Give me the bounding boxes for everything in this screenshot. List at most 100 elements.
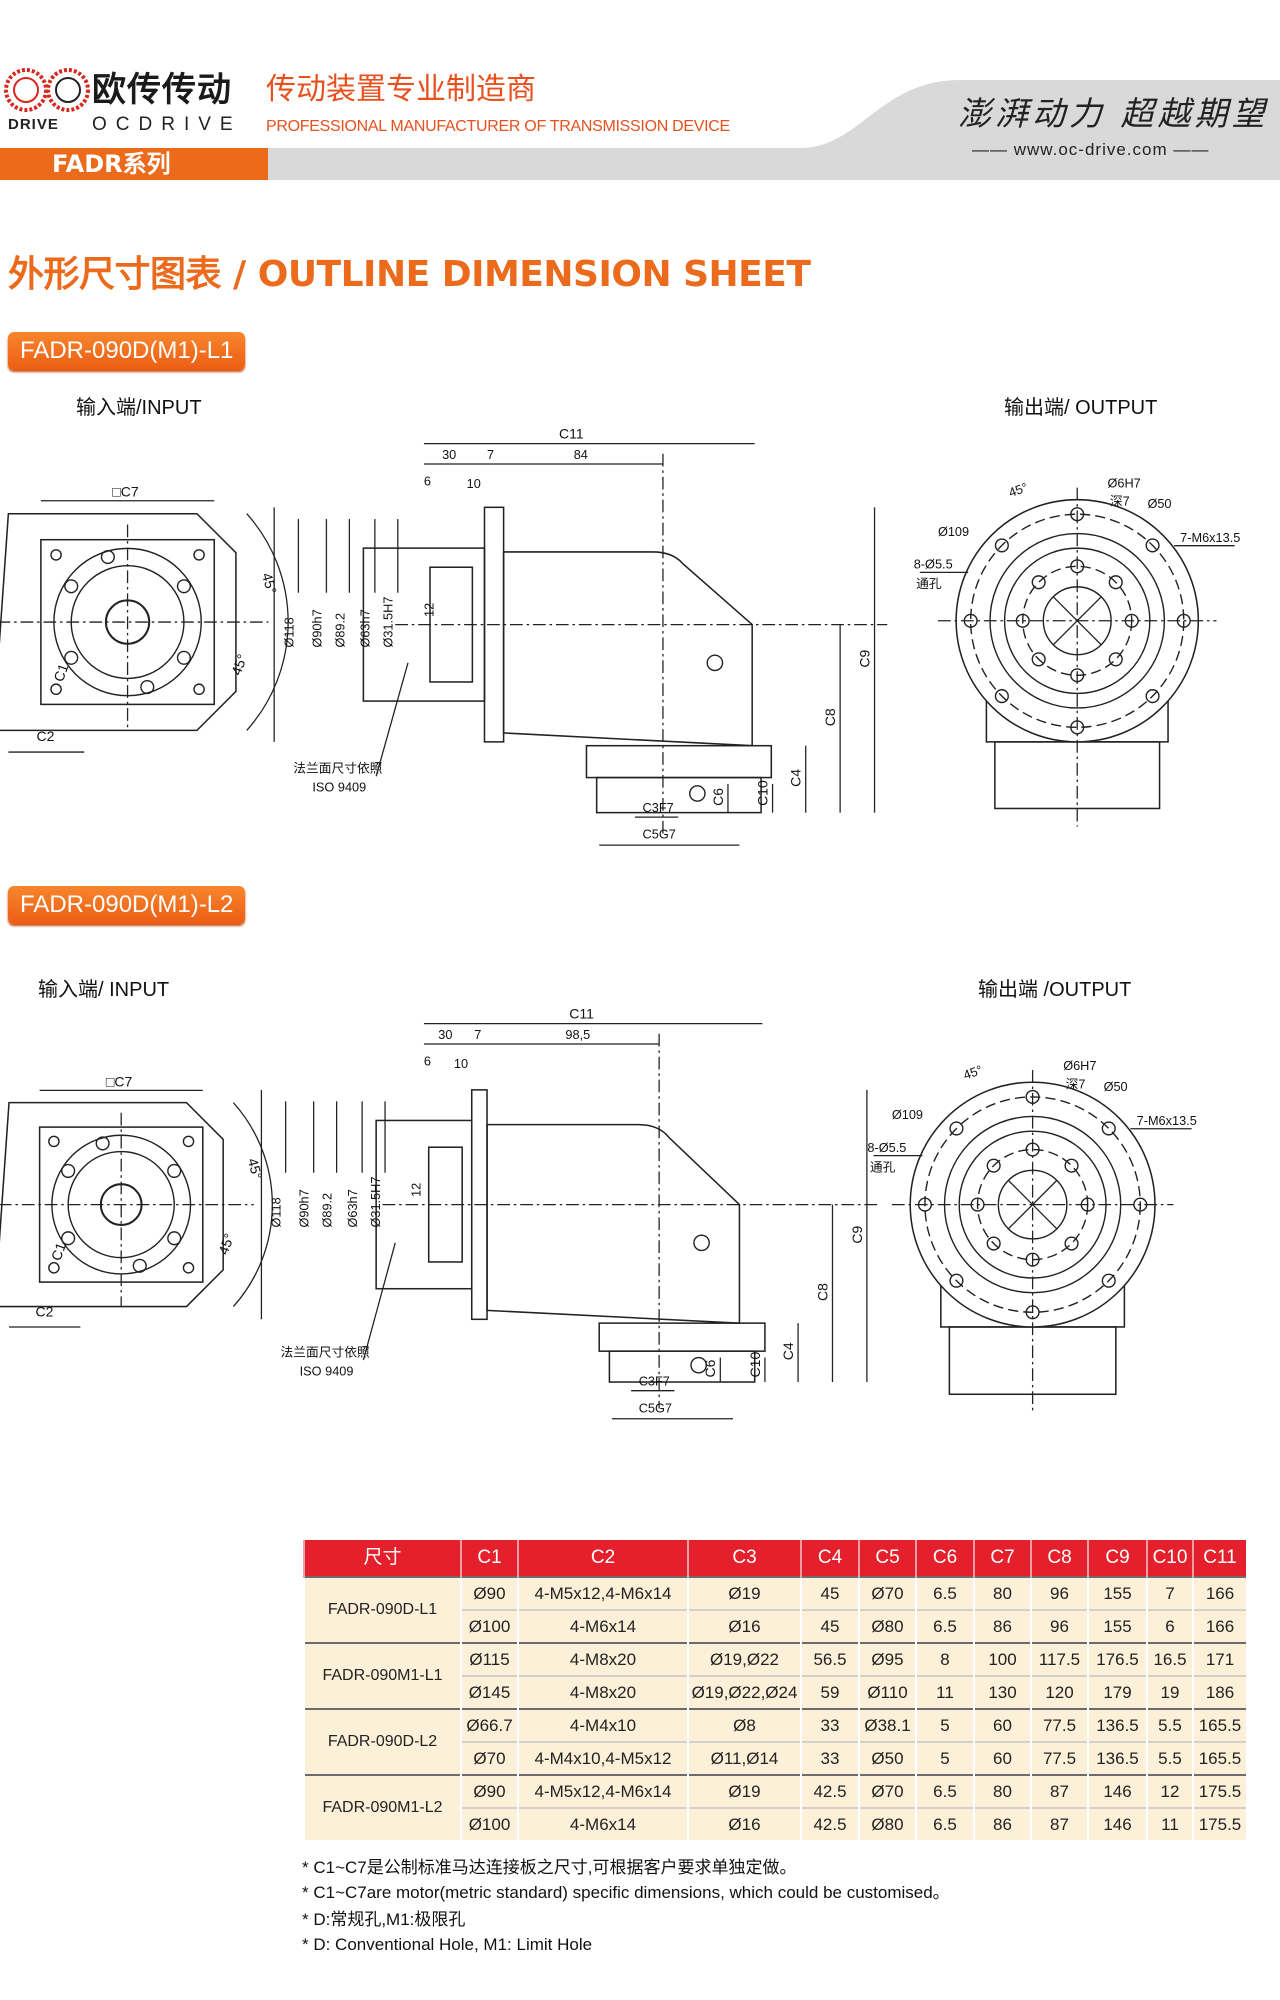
cell-c2: 4-M4x10,4-M5x12 — [517, 1741, 688, 1775]
motto: 澎湃动力 超越期望 — [958, 94, 1269, 133]
cell-c8: 87 — [1030, 1807, 1088, 1840]
cell-c6: 6.5 — [915, 1609, 974, 1643]
dim-holes: 8-Ø5.5 — [867, 1140, 906, 1155]
dim-c3: C3F7 — [643, 800, 674, 815]
dim-dia109: Ø109 — [938, 524, 969, 539]
cell-c5: Ø70 — [858, 1774, 916, 1808]
mounting-hole — [50, 549, 62, 561]
cell-c11: 165.5 — [1192, 1741, 1246, 1775]
dim-c1: C1 — [50, 661, 71, 684]
cell-c7: 80 — [973, 1774, 1031, 1808]
column-header-c4: C4 — [800, 1540, 859, 1577]
model-badge-l1: FADR-090D(M1)-L1 — [8, 332, 246, 370]
cell-c3: Ø16 — [687, 1807, 801, 1840]
bolt-hole — [64, 579, 79, 594]
cell-c1: Ø90 — [460, 1576, 518, 1610]
dim-c4: C4 — [788, 769, 804, 787]
cell-c10: 7 — [1146, 1576, 1193, 1610]
column-header-c6: C6 — [915, 1540, 974, 1577]
column-header-size: 尺寸 — [303, 1540, 461, 1577]
threaded-hole — [1108, 652, 1123, 667]
cell-c6: 6.5 — [915, 1807, 974, 1840]
bolt-hole — [176, 650, 191, 665]
dim-angle: 45° — [961, 1062, 984, 1083]
dim-dia90: Ø90h7 — [309, 609, 324, 647]
cell-c8: 77.5 — [1030, 1708, 1088, 1742]
cell-c10: 5.5 — [1146, 1741, 1193, 1775]
bolt-hole — [167, 1163, 182, 1179]
cell-c1: Ø100 — [460, 1807, 518, 1840]
note-cn-2: * D:常规孔,M1:极限孔 — [302, 1910, 466, 1929]
cell-c5: Ø110 — [858, 1675, 916, 1709]
dim-dia90: Ø90h7 — [297, 1189, 312, 1227]
cell-c4: 56.5 — [800, 1642, 859, 1676]
mounting-hole — [50, 683, 62, 696]
cell-c5: Ø38.1 — [858, 1708, 916, 1742]
bolt-hole — [61, 1163, 76, 1179]
dim-6: 6 — [424, 474, 431, 489]
dim-30: 30 — [442, 447, 456, 462]
column-header-c7: C7 — [973, 1540, 1031, 1577]
brand-drive-label: DRIVE — [8, 116, 59, 133]
mounting-hole — [48, 1262, 60, 1274]
column-header-c1: C1 — [460, 1540, 518, 1577]
bolt-hole — [132, 1258, 147, 1273]
dim-dia50: Ø50 — [1104, 1079, 1128, 1094]
dim-dia89: Ø89.2 — [332, 613, 347, 648]
dim-dia118: Ø118 — [281, 617, 296, 647]
dim-dia50: Ø50 — [1147, 496, 1171, 511]
dim-c4: C4 — [780, 1342, 796, 1360]
cell-c10: 11 — [1146, 1807, 1193, 1840]
iso-label: ISO 9409 — [300, 1363, 354, 1378]
column-header-c8: C8 — [1030, 1540, 1088, 1577]
through-hole-label: 通孔 — [870, 1160, 896, 1175]
cell-c10: 6 — [1146, 1609, 1193, 1643]
through-hole — [949, 1273, 964, 1288]
cell-c8: 77.5 — [1030, 1741, 1088, 1775]
cell-c10: 19 — [1146, 1675, 1193, 1709]
dim-c6: C6 — [702, 1359, 718, 1377]
column-header-c9: C9 — [1087, 1540, 1147, 1577]
cell-c6: 5 — [915, 1741, 974, 1775]
cell-c9: 179 — [1087, 1675, 1147, 1709]
cell-c2: 4-M6x14 — [517, 1807, 688, 1840]
dim-angle: 45° — [228, 652, 250, 677]
threaded-hole — [986, 1158, 1001, 1173]
mounting-hole — [193, 549, 205, 561]
cell-c7: 130 — [973, 1675, 1031, 1709]
dim-c3: C3F7 — [639, 1374, 670, 1389]
dim-c9: C9 — [856, 650, 872, 668]
output-shaft-block — [595, 776, 762, 814]
dim-c1: C1 — [48, 1240, 69, 1263]
dim-10: 10 — [454, 1056, 468, 1071]
dim-angle: 45° — [245, 1156, 266, 1181]
through-hole — [1145, 689, 1160, 704]
vent-hole — [689, 785, 706, 802]
website-url[interactable]: —— www.oc-drive.com —— — [972, 140, 1210, 159]
column-header-c3: C3 — [687, 1540, 801, 1577]
mounting-hole — [182, 1262, 195, 1274]
cell-c2: 4-M6x14 — [517, 1609, 688, 1643]
cell-c4: 45 — [800, 1576, 859, 1610]
series-label: FADR系列 — [0, 148, 268, 180]
cell-c4: 59 — [800, 1675, 859, 1709]
through-hole — [1145, 538, 1160, 553]
cell-c1: Ø100 — [460, 1609, 518, 1643]
logo-gears-icon — [4, 68, 90, 112]
cell-c11: 166 — [1192, 1576, 1246, 1610]
dim-7: 7 — [487, 447, 494, 462]
angle-arc — [246, 513, 289, 731]
center-cross — [1007, 1179, 1058, 1230]
threaded-hole — [1108, 575, 1123, 590]
column-header-c10: C10 — [1146, 1540, 1193, 1577]
cell-c4: 42.5 — [800, 1774, 859, 1808]
motor-adapter — [362, 547, 486, 702]
cell-c1: Ø90 — [460, 1774, 518, 1808]
dim-thread: 7-M6x13.5 — [1180, 530, 1240, 545]
mounting-hole — [182, 1135, 195, 1148]
cell-c3: Ø11,Ø14 — [687, 1741, 801, 1775]
